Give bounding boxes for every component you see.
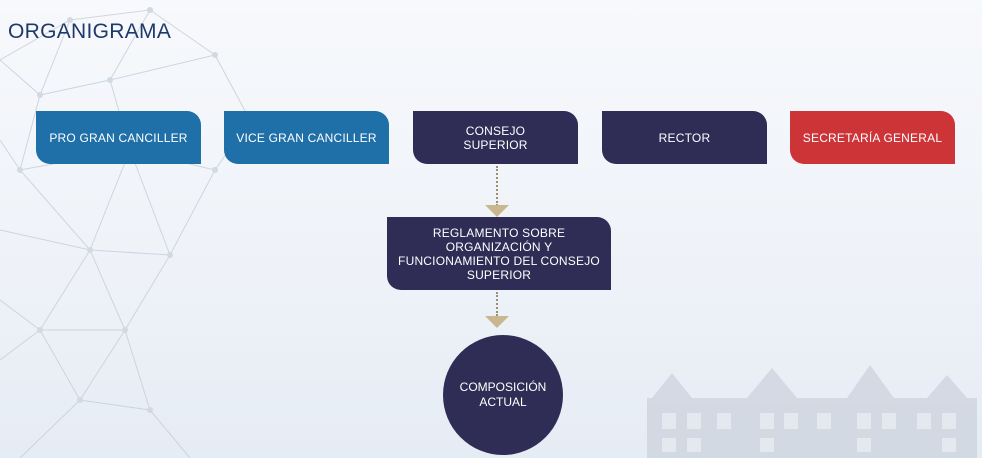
connector-line bbox=[496, 166, 498, 206]
node-label: VICE GRAN CANCILLER bbox=[236, 130, 377, 145]
node-label: COMPOSICIÓN ACTUAL bbox=[459, 380, 547, 409]
node-label: PRO GRAN CANCILLER bbox=[49, 130, 188, 145]
background-network-graphic bbox=[0, 7, 251, 458]
node-label: REGLAMENTO SOBRE ORGANIZACIÓN Y FUNCIONA… bbox=[398, 225, 600, 282]
node-label: CONSEJO SUPERIOR bbox=[463, 123, 528, 152]
page-title: ORGANIGRAMA bbox=[8, 20, 172, 43]
node-label: RECTOR bbox=[658, 130, 711, 145]
node-label: SECRETARÍA GENERAL bbox=[802, 130, 943, 145]
node-reglamento[interactable]: REGLAMENTO SOBRE ORGANIZACIÓN Y FUNCIONA… bbox=[387, 217, 611, 290]
node-consejo-superior[interactable]: CONSEJO SUPERIOR bbox=[413, 111, 578, 164]
node-secretaria-general[interactable]: SECRETARÍA GENERAL bbox=[790, 111, 955, 164]
node-vice-gran-canciller[interactable]: VICE GRAN CANCILLER bbox=[224, 111, 389, 164]
node-composicion-actual[interactable]: COMPOSICIÓN ACTUAL bbox=[443, 335, 563, 455]
arrow-down-icon bbox=[485, 316, 509, 328]
node-rector[interactable]: RECTOR bbox=[602, 111, 767, 164]
node-pro-gran-canciller[interactable]: PRO GRAN CANCILLER bbox=[36, 111, 201, 164]
background-building-graphic bbox=[647, 365, 977, 458]
arrow-down-icon bbox=[485, 205, 509, 217]
connector-line bbox=[496, 292, 498, 316]
